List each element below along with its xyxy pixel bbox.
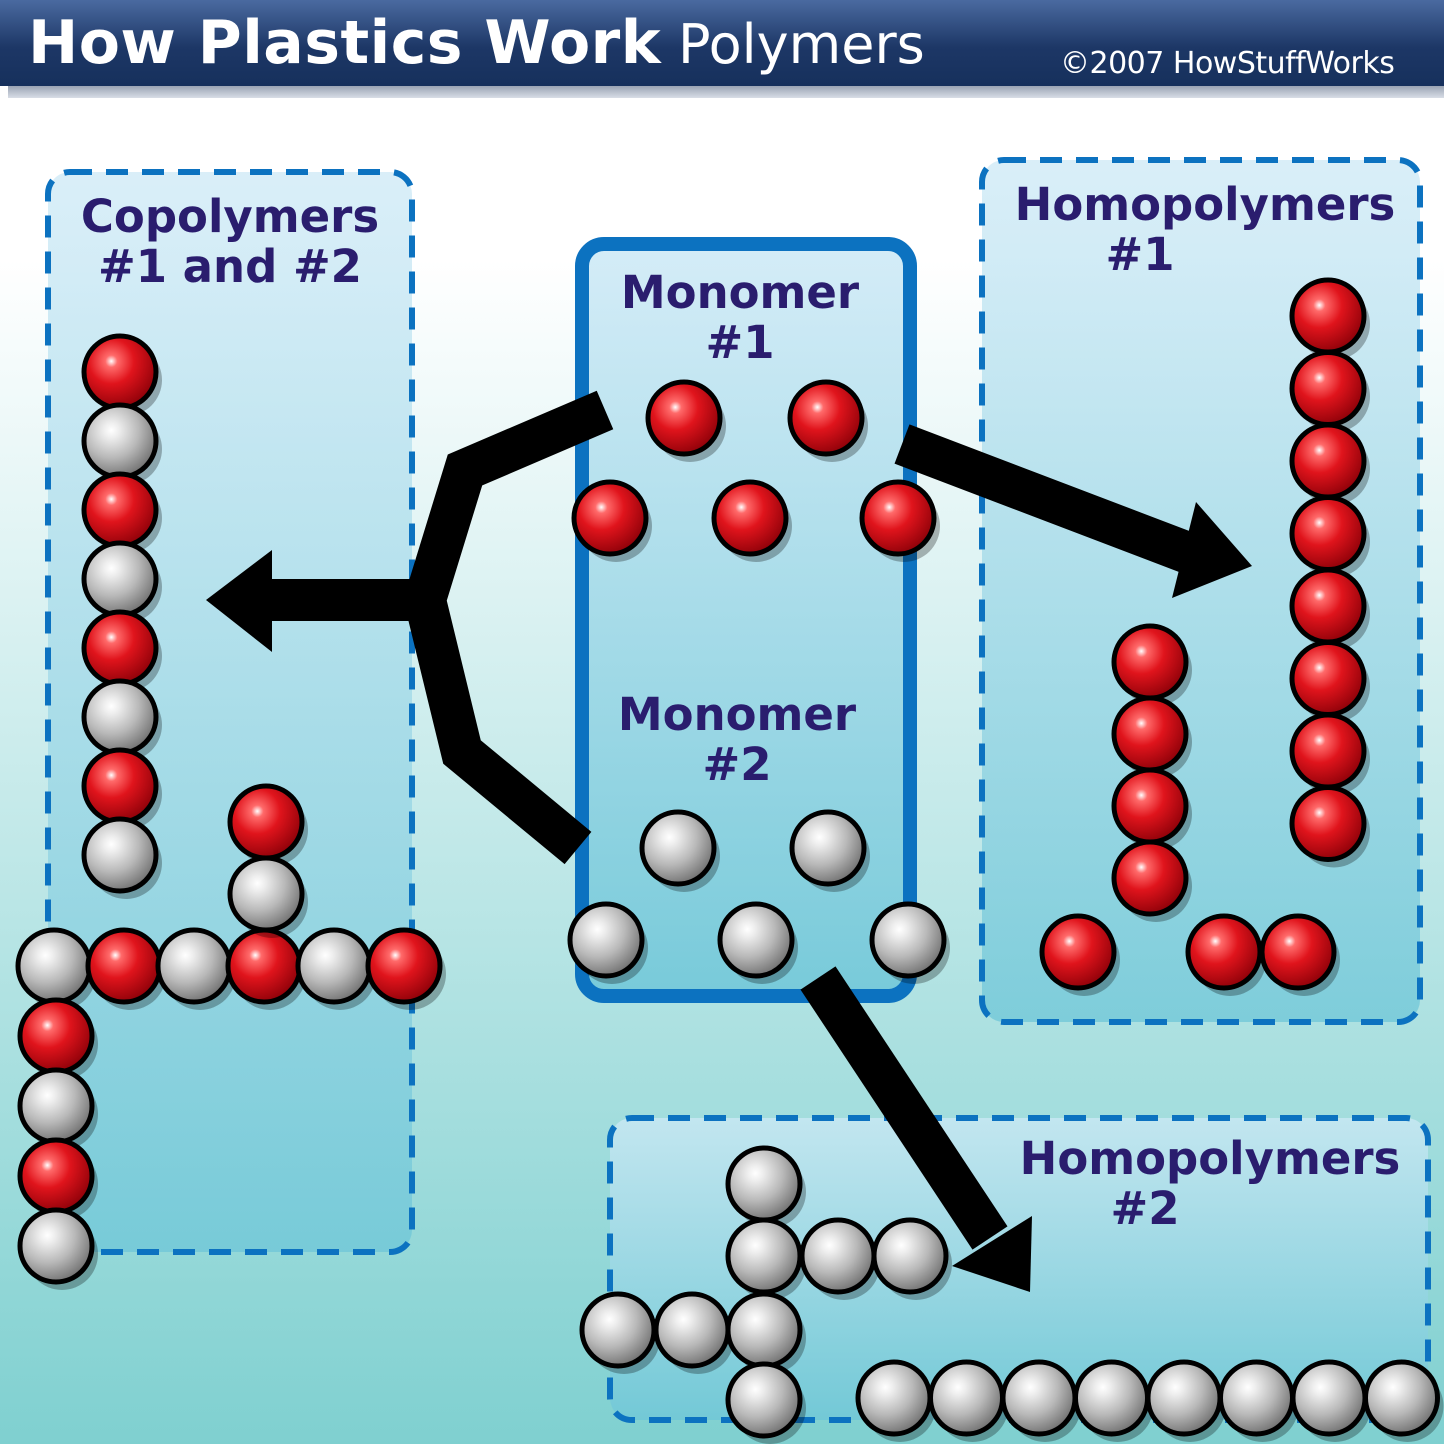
homopolymer2-ball [1145,1359,1223,1437]
copolymer-ball [81,471,159,549]
homopolymer1-ball [1289,785,1367,862]
homopolymers2-label: Homopolymers #2 [1005,1134,1415,1234]
copolymer-ball [15,927,93,1005]
monomer2-ball [639,809,717,887]
monomer2-ball [717,901,795,979]
monomer1-ball [711,479,789,557]
homopolymer2-ball [855,1359,933,1437]
copolymers-label-line2: #1 and #2 [98,240,362,293]
homopolymer1-ball [1259,913,1337,991]
copolymer-ball [81,609,159,687]
copolymer-ball [227,783,305,861]
copolymer-ball [17,1067,95,1145]
homopolymer2-ball [1363,1359,1440,1437]
copolymer-ball [85,927,163,1005]
page-title: How Plastics Work [28,8,662,78]
header-shadow [8,86,1444,98]
homopolymer1-ball [1289,422,1367,500]
monomer1-ball [571,479,649,557]
homopolymer2-ball [1073,1359,1150,1437]
monomer1-ball [645,379,723,457]
homopolymer2-ball [579,1291,657,1369]
copolymer-ball [81,402,159,480]
homopolymer1-ball [1289,712,1367,790]
copolymers-label-line1: Copolymers [80,190,380,243]
monomer2-label-line1: Monomer [617,688,857,741]
copolymer-ball [81,678,159,756]
homopolymers1-label-line2: #1 [1105,228,1175,281]
homopolymer1-ball [1185,913,1263,991]
copolymer-ball [17,997,95,1075]
copolymer-ball [81,747,159,825]
homopolymer1-ball [1289,640,1367,717]
homopolymer1-ball [1289,277,1367,355]
monomer2-label: Monomer #2 [592,690,882,790]
copolymer-ball [81,540,159,618]
monomer1-ball [787,379,865,457]
arrow-to-homopolymers1-head [1172,502,1252,598]
arrow-to-homopolymers1-shaft [894,424,1204,576]
copolymer-ball [81,333,159,411]
homopolymer1-ball [1289,495,1367,572]
homopolymer2-ball [871,1217,949,1295]
copyright-notice: ©2007 HowStuffWorks [1060,46,1395,81]
homopolymers1-label: Homopolymers #1 [1000,180,1410,280]
copolymer-ball [227,855,305,933]
monomer1-label-line1: Monomer [620,266,860,319]
homopolymer2-ball [725,1361,803,1439]
homopolymer1-ball [1039,913,1117,991]
homopolymer1-ball [1111,767,1189,845]
homopolymer2-ball [725,1217,803,1295]
homopolymer2-ball [928,1359,1005,1437]
homopolymer1-ball [1111,695,1189,773]
copolymer-ball [225,927,303,1005]
homopolymer2-ball [653,1291,731,1369]
homopolymer2-ball [725,1145,803,1223]
header-bar: How Plastics Work Polymers ©2007 HowStuf… [0,0,1444,86]
monomer2-label-line2: #2 [702,738,772,791]
homopolymers1-label-line1: Homopolymers [1014,178,1396,231]
arrow-to-copolymers-head [206,550,272,652]
arrow-to-homopolymers2-head [952,1216,1032,1292]
copolymer-ball [17,1207,95,1285]
homopolymer2-ball [799,1217,877,1295]
homopolymer1-ball [1111,623,1189,701]
page-subtitle: Polymers [678,13,925,76]
homopolymer2-ball [1000,1359,1078,1437]
monomer1-label-line2: #1 [705,316,775,369]
copolymer-ball [155,927,233,1005]
copolymer-ball [17,1137,95,1215]
monomer1-label: Monomer #1 [595,268,885,368]
copolymer-ball [295,927,373,1005]
homopolymer1-ball [1289,567,1367,645]
homopolymer2-ball [1290,1359,1368,1437]
arrow-to-homopolymers2-shaft [800,966,1008,1250]
monomer2-ball [869,901,947,979]
homopolymer2-ball [725,1291,803,1369]
copolymer-ball [365,927,443,1005]
homopolymer1-ball [1289,350,1367,427]
copolymer-ball [81,816,159,894]
homopolymer2-ball [1218,1359,1295,1437]
monomer2-ball [567,901,645,979]
homopolymers2-label-line1: Homopolymers [1019,1132,1401,1185]
copolymers-label: Copolymers #1 and #2 [60,192,400,292]
monomer1-ball [859,479,937,557]
homopolymer1-ball [1111,839,1189,917]
monomer2-ball [789,809,867,887]
homopolymers2-label-line2: #2 [1110,1182,1180,1235]
